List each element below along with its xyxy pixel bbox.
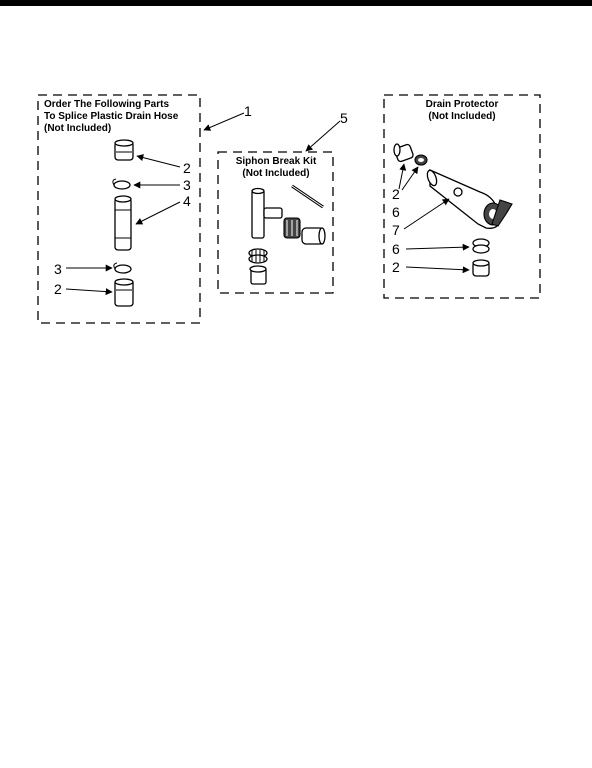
drain-leader-upper-connector-2 (401, 166, 419, 191)
splice-kit-group: Order The Following Parts To Splice Plas… (37, 94, 252, 324)
splice-kit-title-line2: To Splice Plastic Drain Hose (44, 111, 179, 122)
callout-upper-clamp: 3 (183, 177, 191, 193)
drain-upper-ring (414, 154, 428, 166)
splice-kit-leader (203, 112, 245, 131)
drain-protector-title-line2: (Not Included) (428, 111, 495, 122)
siphon-cup (249, 265, 267, 285)
drain-callout-body: 7 (392, 222, 400, 238)
drain-upper-connector (393, 143, 414, 163)
siphon-kit-title-line1: Siphon Break Kit (236, 156, 317, 167)
callout-upper-connector: 2 (183, 160, 191, 176)
splice-kit-title-line3: (Not Included) (44, 123, 111, 134)
upper-hose-clamp (112, 178, 131, 190)
siphon-break-kit-group: Siphon Break Kit (Not Included) 5 (217, 110, 348, 294)
leader-upper-connector (136, 154, 181, 168)
siphon-tee-pipe (251, 187, 283, 239)
siphon-kit-title-bg (224, 153, 332, 181)
callout-lower-clamp: 3 (54, 261, 62, 277)
drain-protector-title-line1: Drain Protector (426, 99, 499, 110)
drain-protector-body (426, 169, 513, 229)
drain-callout-lower-ring: 6 (392, 241, 400, 257)
siphon-kit-box (217, 151, 334, 294)
drain-protector-box (383, 94, 541, 299)
lower-hose-clamp (113, 262, 132, 274)
lower-hose-connector (114, 278, 134, 307)
drain-leader-lower-ring (405, 243, 470, 251)
leader-lower-connector (65, 288, 113, 296)
page-top-rule (0, 0, 592, 6)
siphon-spring-washer (248, 248, 268, 264)
hose-coupling (114, 195, 132, 251)
upper-hose-connector (114, 139, 134, 161)
drain-callout-upper-connector: 2 (392, 186, 400, 202)
splice-kit-title-bg (42, 96, 198, 136)
drain-callout-upper-ring: 6 (392, 204, 400, 220)
leader-coupling (135, 201, 181, 225)
callout-lower-connector: 2 (54, 281, 62, 297)
splice-kit-callout: 1 (244, 103, 252, 119)
siphon-kit-leader (305, 120, 341, 152)
siphon-pin (291, 184, 324, 209)
splice-kit-title-line1: Order The Following Parts (44, 99, 169, 110)
splice-kit-box (37, 94, 201, 324)
drain-leader-lower-connector (405, 266, 470, 274)
drain-leader-body (403, 198, 450, 230)
callout-coupling: 4 (183, 193, 191, 209)
drain-protector-title-bg (400, 96, 530, 124)
drain-leader-upper-connector (398, 163, 407, 190)
siphon-kit-callout: 5 (340, 110, 348, 126)
drain-lower-ring (472, 238, 490, 254)
drain-protector-group: Drain Protector (Not Included) (383, 94, 541, 299)
drain-callout-lower-connector: 2 (392, 259, 400, 275)
siphon-kit-title-line2: (Not Included) (242, 168, 309, 179)
siphon-nut (283, 217, 301, 239)
siphon-end-cap (301, 227, 326, 245)
drain-lower-connector (472, 259, 490, 277)
